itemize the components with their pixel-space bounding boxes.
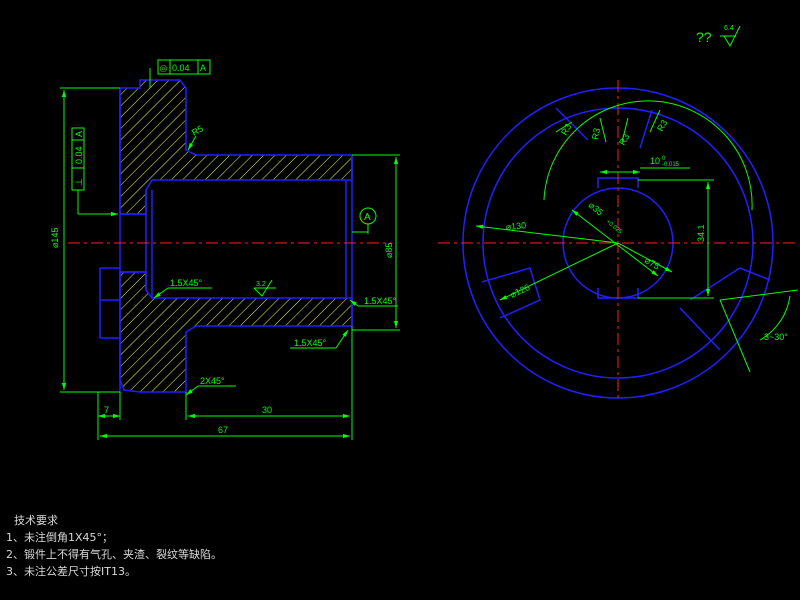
dia-75-label: ⌀75 (643, 255, 661, 271)
coaxiality-symbol: ◎ (160, 63, 168, 73)
dia-130-label: ⌀130 (505, 220, 526, 232)
perpendicularity-symbol: ⊥ (74, 178, 84, 186)
chamfer-flange-label: 2X45° (200, 376, 225, 386)
angle-label: 3~30° (764, 332, 788, 342)
r-label-3: R3 (617, 132, 631, 147)
hub-length-label: 30 (262, 405, 272, 415)
total-length-label: 67 (218, 425, 228, 435)
surface-value-label: 3.2 (256, 281, 266, 288)
key-depth-label: 34.1 (696, 224, 706, 242)
notes-line-2: 2、锻件上不得有气孔、夹渣、裂纹等缺陷。 (6, 548, 222, 561)
roughness-value: 6.4 (724, 25, 734, 32)
slot-tol-lower: -0.015 (662, 162, 680, 168)
perpendicularity-tolerance: 0.04 (74, 146, 84, 164)
perpendicularity-datum: A (74, 131, 84, 137)
fillet-label: R5 (190, 123, 205, 137)
front-view: ◎ 0.04 A ⊥ 0.04 A A R5 ⌀145 ⌀85 7 30 67 … (50, 59, 400, 440)
flange-length-label: 7 (104, 405, 109, 415)
bore-dia-tol: +0.025 (605, 219, 624, 236)
chamfer-bore-label: 1.5X45° (170, 278, 203, 288)
notes-line-3: 3、未注公差尺寸按IT13。 (6, 565, 136, 578)
dia-126-label: ⌀126 (509, 282, 532, 300)
slot-width-label: 10 (650, 156, 660, 166)
notes-line-1: 1、未注倒角1X45°； (6, 531, 114, 544)
coaxiality-tolerance: 0.04 (172, 63, 190, 73)
bore-dia-label: ⌀85 (384, 243, 394, 258)
r-label-4: R3 (655, 118, 669, 133)
outer-dia-label: ⌀145 (50, 228, 60, 248)
section-lower (119, 271, 353, 393)
chamfer-outer-bottom-label: 1.5X45° (294, 338, 327, 348)
r-label-2: R3 (590, 127, 602, 140)
roughness-prefix: ?? (696, 29, 712, 45)
r-label-1: R3 (559, 122, 573, 137)
chamfer-outer-top-label: 1.5X45° (364, 296, 397, 306)
bore-dia-label-side: ⌀35 (587, 200, 605, 218)
datum-label: A (364, 212, 371, 223)
notes-title: 技术要求 (14, 514, 58, 527)
section-upper (119, 79, 353, 215)
slot-tol-upper: 0 (662, 156, 666, 162)
technical-notes: 技术要求 1、未注倒角1X45°； 2、锻件上不得有气孔、夹渣、裂纹等缺陷。 3… (6, 512, 222, 580)
coaxiality-datum: A (200, 63, 206, 73)
side-view: R3 R3 R3 R3 10 0 -0.015 ⌀130 ⌀126 ⌀75 ⌀3… (438, 25, 799, 402)
